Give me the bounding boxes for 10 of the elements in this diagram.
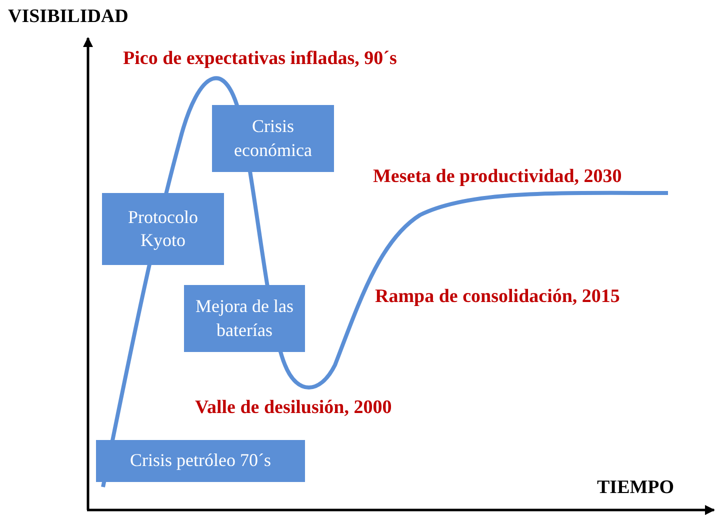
phase-label: Valle de desilusión, 2000 [195, 397, 392, 419]
event-box: Mejora de las baterías [184, 285, 305, 352]
phase-label: Rampa de consolidación, 2015 [375, 286, 620, 308]
event-box: Protocolo Kyoto [102, 193, 224, 265]
event-box: Crisis económica [212, 105, 334, 172]
phase-label: Meseta de productividad, 2030 [373, 166, 622, 188]
phase-label: Pico de expectativas infladas, 90´s [123, 48, 397, 70]
axis-title: TIEMPO [597, 477, 674, 499]
axis-title: VISIBILIDAD [8, 6, 128, 28]
event-box: Crisis petróleo 70´s [96, 440, 305, 482]
